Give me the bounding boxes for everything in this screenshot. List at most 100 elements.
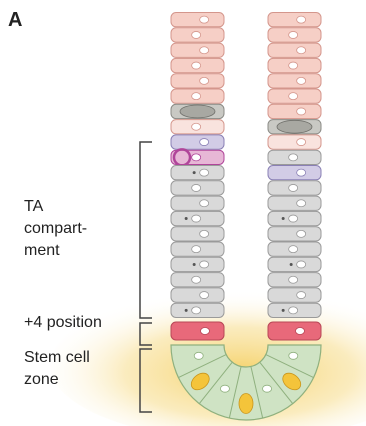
cell-nucleus: [297, 169, 306, 176]
right-column-cell-body: [268, 135, 321, 149]
cell-nucleus: [289, 62, 298, 69]
left-column-cell: [171, 28, 224, 42]
left-column-cell: [171, 135, 224, 149]
cell-nucleus: [297, 292, 306, 299]
right-column-cell: [268, 43, 321, 57]
right-column-cell: [268, 166, 321, 180]
left-column-cell: [171, 74, 224, 88]
right-column-cell: [268, 13, 321, 27]
left-column-cell: [171, 211, 224, 225]
right-column-cell: [268, 28, 321, 42]
cell-nucleus: [200, 169, 209, 176]
plus4-cell-left: [171, 322, 224, 340]
cell-nucleus: [289, 154, 298, 161]
cell-nucleus: [192, 246, 201, 253]
cell-nucleus: [200, 200, 209, 207]
cell-nucleus: [200, 292, 209, 299]
mitotic-dot: [193, 171, 196, 174]
cell-nucleus: [289, 246, 298, 253]
cell-nucleus: [297, 16, 306, 23]
right-column-cell-body: [268, 288, 321, 302]
left-column-cell-body: [171, 288, 224, 302]
cell-nucleus: [200, 77, 209, 84]
cell-nucleus: [192, 62, 201, 69]
right-column-cell: [268, 135, 321, 149]
left-column-cell-body: [171, 13, 224, 27]
cell-nucleus: [297, 139, 306, 146]
right-column-cell-body: [268, 196, 321, 210]
left-column-cell: [171, 58, 224, 72]
left-column-cell: [171, 303, 224, 317]
cell-nucleus: [192, 93, 201, 100]
right-column-cell: [268, 242, 321, 256]
right-column-cell: [268, 227, 321, 241]
left-column-cell: [171, 257, 224, 271]
cell-nucleus: [289, 307, 298, 314]
cell-nucleus: [289, 31, 298, 38]
cell-nucleus: [297, 261, 306, 268]
plus4-position-label: +4 position: [24, 312, 102, 334]
right-column-cell-body: [268, 166, 321, 180]
left-column-cell: [171, 149, 224, 165]
goblet-vacuole: [180, 105, 215, 118]
mitotic-dot: [193, 263, 196, 266]
left-column-cell: [171, 43, 224, 57]
plus4-cell-right: [268, 322, 321, 340]
left-column-cell-body: [171, 43, 224, 57]
cell-nucleus: [192, 215, 201, 222]
left-column-cell: [171, 13, 224, 27]
cell-nucleus: [289, 215, 298, 222]
right-column-cell: [268, 74, 321, 88]
left-column-cell: [171, 227, 224, 241]
mitotic-dot: [185, 309, 188, 312]
right-column-cell: [268, 288, 321, 302]
mitotic-dot: [290, 263, 293, 266]
right-column-cell-body: [268, 227, 321, 241]
right-column-cell-body: [268, 74, 321, 88]
paneth-cell: [239, 394, 253, 414]
left-column-cell: [171, 89, 224, 103]
ta-compartment-bracket: [140, 142, 152, 318]
right-column-cell-body: [268, 13, 321, 27]
ta-compartment-label: TA compart- ment: [24, 196, 87, 262]
cell-nucleus: [192, 307, 201, 314]
right-column-cell: [268, 211, 321, 225]
right-column-cell-body: [268, 43, 321, 57]
left-column-cell: [171, 120, 224, 134]
right-column-cell: [268, 257, 321, 271]
right-column-cell-body: [268, 257, 321, 271]
right-column-cell: [268, 303, 321, 317]
stem-cell-nucleus: [220, 385, 229, 392]
cell-nucleus: [200, 139, 209, 146]
cell-nucleus: [192, 276, 201, 283]
cell-nucleus: [200, 230, 209, 237]
right-column-cell: [268, 273, 321, 287]
right-column-cell: [268, 181, 321, 195]
cell-nucleus: [297, 47, 306, 54]
stem-cell-nucleus: [289, 352, 298, 359]
left-column-cell-body: [171, 166, 224, 180]
left-column-cell-body: [171, 74, 224, 88]
right-column-cell: [268, 196, 321, 210]
cell-nucleus: [297, 230, 306, 237]
mitotic-dot: [282, 217, 285, 220]
right-column-cell: [268, 89, 321, 103]
left-column-cell: [171, 242, 224, 256]
cell-nucleus: [192, 31, 201, 38]
right-column-cell: [268, 104, 321, 118]
cell-nucleus: [297, 108, 306, 115]
right-column-cell: [268, 58, 321, 72]
stem-cell-nucleus: [263, 385, 272, 392]
cell-nucleus: [200, 16, 209, 23]
left-column-cell: [171, 104, 224, 118]
cell-nucleus: [296, 328, 305, 335]
cell-nucleus: [297, 77, 306, 84]
cell-nucleus: [297, 200, 306, 207]
cell-nucleus: [192, 154, 201, 161]
cell-nucleus: [289, 184, 298, 191]
left-column-cell-body: [171, 196, 224, 210]
mitotic-dot: [282, 309, 285, 312]
cell-nucleus: [192, 123, 201, 130]
right-column-cell-body: [268, 104, 321, 118]
